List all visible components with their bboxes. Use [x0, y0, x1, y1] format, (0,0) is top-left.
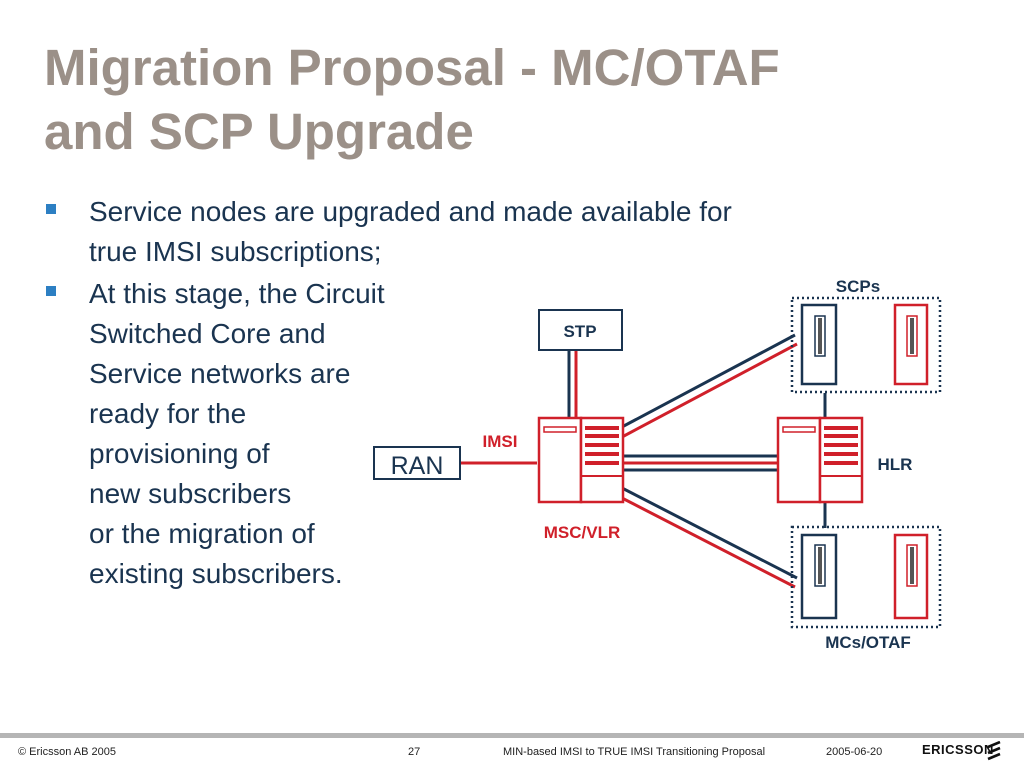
- msc-vlr-label: MSC/VLR: [544, 523, 621, 542]
- square-bullet-icon: [46, 204, 56, 214]
- scps-label: SCPs: [836, 277, 880, 296]
- title-line-2: and SCP Upgrade: [44, 103, 474, 160]
- msc-mc-link: [619, 486, 798, 589]
- scp-unit-2: [893, 303, 929, 386]
- footer-document-title: MIN-based IMSI to TRUE IMSI Transitionin…: [503, 746, 766, 758]
- title-line-1: Migration Proposal - MC/OTAF: [44, 39, 780, 96]
- msc-vlr-node: [537, 416, 625, 504]
- hlr-node: [776, 416, 864, 504]
- bullet-2-line-1: At this stage, the Circuit: [89, 278, 385, 309]
- bullet-item-2: At this stage, the Circuit Switched Core…: [46, 274, 732, 594]
- msc-scp-link: [619, 333, 798, 439]
- stp-node: [538, 309, 623, 351]
- slide-title: Migration Proposal - MC/OTAF and SCP Upg…: [44, 36, 944, 164]
- connection-lines: [461, 333, 827, 589]
- bullet-2-line-3: Service networks are: [89, 358, 351, 389]
- stp-msc-link: [567, 351, 578, 419]
- bullet-2-line-8: existing subscribers.: [89, 558, 343, 589]
- bullet-2-line-2: Switched Core and: [89, 318, 326, 349]
- bullet-2-line-4: ready for the: [89, 398, 247, 429]
- imsi-label: IMSI: [483, 432, 518, 451]
- footer-date: 2005-06-20: [826, 746, 883, 758]
- scps-group: [790, 296, 942, 394]
- ericsson-logo-text: ERICSSON: [922, 742, 994, 757]
- bullet-item-1: Service nodes are upgraded and made avai…: [46, 192, 732, 272]
- footer-page-number: 27: [408, 746, 421, 758]
- bullet-2-line-7: or the migration of: [89, 518, 315, 549]
- mcs-otaf-group: [790, 525, 942, 629]
- mcs-otaf-label: MCs/OTAF: [825, 633, 911, 652]
- msc-hlr-link: [623, 454, 778, 472]
- ericsson-logo-icon: [987, 741, 1001, 761]
- mc-unit-1: [800, 533, 838, 620]
- square-bullet-icon: [46, 286, 56, 296]
- bullet-2-line-5: provisioning of: [89, 438, 270, 469]
- footer-divider: [0, 733, 1024, 738]
- stp-label: STP: [563, 322, 596, 341]
- bullet-2-line-6: new subscribers: [89, 478, 292, 509]
- ran-label: RAN: [391, 452, 444, 480]
- mc-unit-2: [893, 533, 929, 620]
- ran-node: [373, 446, 461, 480]
- bullet-list: Service nodes are upgraded and made avai…: [46, 192, 732, 594]
- footer-copyright: © Ericsson AB 2005: [18, 746, 116, 758]
- hlr-label: HLR: [878, 455, 913, 474]
- scp-unit-1: [800, 303, 838, 386]
- bullet-1-line-2: true IMSI subscriptions;: [89, 236, 382, 267]
- bullet-1-line-1: Service nodes are upgraded and made avai…: [89, 196, 732, 227]
